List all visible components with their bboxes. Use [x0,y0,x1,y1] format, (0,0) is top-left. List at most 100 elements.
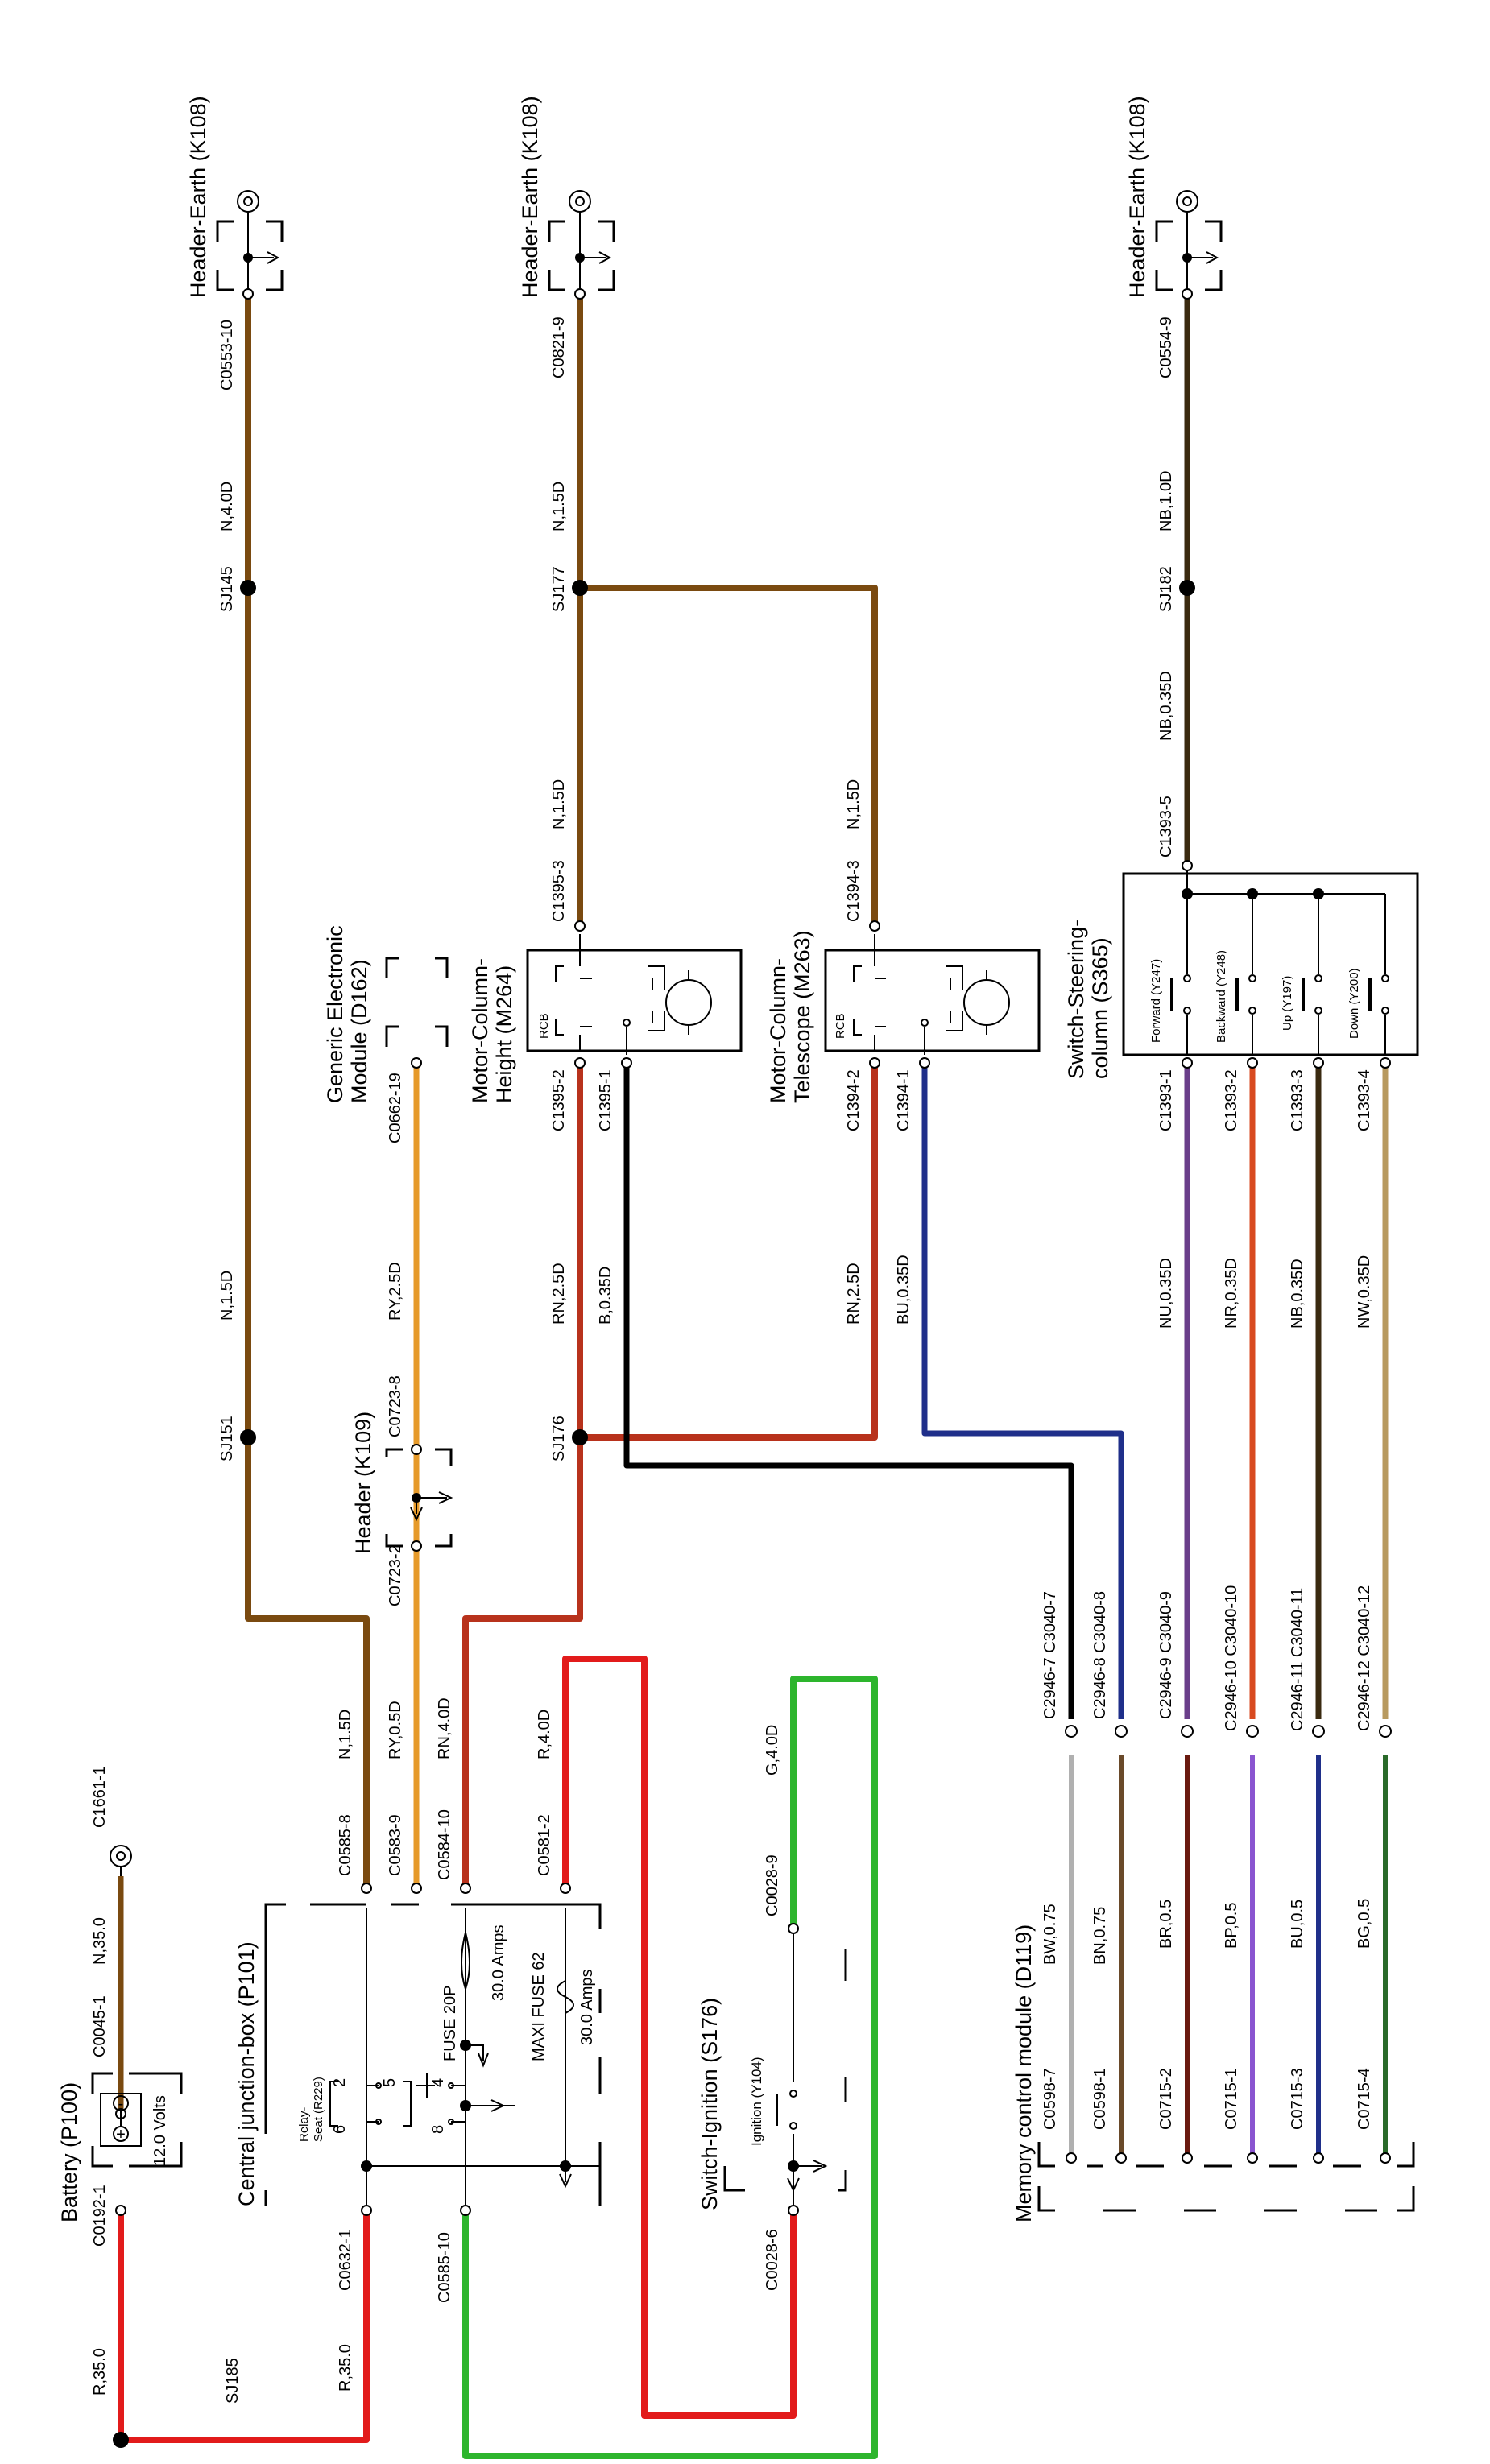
label-c0715-3: C0715-3 [1289,2068,1306,2130]
splice-labels: SJ185 SJ151 SJ145 SJ176 SJ177 SJ182 [218,566,1175,2404]
cjb-fuse20: FUSE 20P [441,1986,459,2061]
memory-control-module-d119: Memory control module (D119) [1012,1924,1415,2222]
earth-2-title: Header-Earth (K108) [518,96,542,298]
switch-steering-column-s365: Switch-Steering- column (S365) Forward (… [1064,870,1419,1079]
label-c1393-4: C1393-4 [1355,1069,1373,1131]
splices [113,580,1195,2448]
label-c0583-9: C0583-9 [387,1814,404,1876]
battery-volts: 12.0 Volts [151,2095,169,2166]
label-r35-b: R,35.0 [337,2344,354,2392]
label-n40-sj145: N,4.0D [218,482,236,531]
label-nu035: NU,0.35D [1157,1258,1175,1329]
motor-column-telescope-m263: Motor-Column- Telescope (M263) RCB [766,930,1041,1103]
label-bn075: BN,0.75 [1091,1907,1109,1965]
label-c0598-7: C0598-7 [1041,2068,1059,2130]
connector-pins [115,288,1392,2216]
battery-title: Battery (P100) [57,2082,81,2222]
mcm-title: Memory control module (D119) [1012,1924,1036,2222]
motor-height-line2: Height (M264) [492,965,516,1103]
header-earth-k108-1: Header-Earth (K108) [186,96,284,298]
ignition-title: Switch-Ignition (S176) [697,1998,722,2210]
label-c1393-1: C1393-1 [1157,1069,1175,1131]
label-c2946-11: C2946-11 C3040-11 [1289,1588,1306,1731]
label-nw035: NW,0.35D [1355,1255,1373,1329]
label-c0821-9: C0821-9 [550,316,568,378]
label-n15-t-up: N,1.5D [845,779,863,829]
label-c0192-1: C0192-1 [91,2185,109,2247]
label-sj145: SJ145 [218,566,236,612]
label-bp05: BP,0.5 [1223,1903,1240,1949]
switch-sc-line2: column (S365) [1088,937,1112,1079]
label-r40: R,4.0D [536,1710,553,1759]
label-c1395-2: C1395-2 [550,1069,568,1131]
splice-sj182 [1179,580,1195,596]
cjb-title: Central junction-box (P101) [234,1941,259,2206]
label-c1394-3: C1394-3 [845,860,863,922]
label-c1661-1: C1661-1 [91,1766,109,1828]
label-n15-cjb: N,1.5D [337,1710,354,1759]
cjb-pin5: 5 [381,2078,399,2087]
label-c0662-19: C0662-19 [387,1073,404,1143]
label-c0553-10: C0553-10 [218,320,236,391]
cjb-fuse62-rating: 30.0 Amps [578,1969,596,2045]
label-r35-a: R,35.0 [91,2348,109,2396]
switch-forward: Forward (Y247) [1149,959,1163,1043]
label-n15-sj151: N,1.5D [218,1271,236,1321]
label-nr035: NR,0.35D [1223,1258,1240,1329]
generic-electronic-module-d162: Generic Electronic Module (D162) [323,925,449,1103]
label-n15-h-up: N,1.5D [550,779,568,829]
label-ry25: RY,2.5D [387,1262,404,1321]
battery-minus: - [118,2095,124,2113]
wire-rn-to-motors [462,1063,583,1888]
switch-down: Down (Y200) [1347,968,1361,1039]
label-c2946-7: C2946-7 C3040-7 [1041,1591,1059,1719]
cjb-relay-1: Relay- [297,2107,311,2142]
motor-column-height-m264: Motor-Column- Height (M264) RCB [468,934,743,1103]
wire-bu-telescope [921,1063,1124,1719]
label-sj182: SJ182 [1157,566,1175,612]
label-c0554-9: C0554-9 [1157,316,1175,378]
label-c1394-1: C1394-1 [895,1069,913,1131]
motor-tele-line1: Motor-Column- [766,958,790,1103]
label-bg05: BG,0.5 [1355,1899,1373,1949]
motor-tele-rcb: RCB [834,1013,847,1039]
cjb-pin8: 8 [429,2125,447,2134]
ignition-contact: Ignition (Y104) [749,2057,764,2146]
cjb-pin4: 4 [429,2078,447,2087]
label-c0581-2: C0581-2 [536,1814,553,1876]
switch-sc-line1: Switch-Steering- [1064,920,1088,1079]
battery-plus: + [116,2126,126,2144]
label-sj185: SJ185 [224,2358,242,2404]
label-c0598-1: C0598-1 [1091,2068,1109,2130]
label-c0584-10: C0584-10 [436,1809,453,1880]
cjb-pin2: 2 [331,2078,349,2087]
label-rn25-h: RN,2.5D [550,1263,568,1325]
header-earth-k108-3: Header-Earth (K108) [1125,96,1223,298]
wire-rn-telescope [580,1063,878,1441]
label-c1395-1: C1395-1 [597,1069,615,1131]
label-n35: N,35.0 [91,1917,109,1965]
label-c0045-1: C0045-1 [91,1995,109,2057]
label-nb035-up: NB,0.35D [1157,671,1175,741]
label-bu035: BU,0.35D [895,1255,913,1325]
label-c0028-9: C0028-9 [764,1854,781,1916]
earth-1-title: Header-Earth (K108) [186,96,210,298]
label-b035: B,0.35D [597,1267,615,1325]
wire-n-tele-up [580,585,878,926]
switch-up: Up (Y197) [1281,976,1294,1031]
label-nb10: NB,1.0D [1157,470,1175,531]
header-earth-k108-2: Header-Earth (K108) [518,96,615,298]
motor-height-rcb: RCB [537,1013,551,1039]
label-c2946-12: C2946-12 C3040-12 [1355,1585,1373,1731]
gem-line2: Module (D162) [347,959,371,1103]
cjb-pin6: 6 [331,2125,349,2134]
switch-backward: Backward (Y248) [1215,950,1228,1043]
wire-b-height [623,1063,1074,1719]
label-bu05: BU,0.5 [1289,1900,1306,1949]
wire-ignition-green [462,1676,878,2459]
cjb-relay-2: Seat (R229) [312,2077,325,2142]
label-nb035-lo: NB,0.35D [1289,1259,1306,1329]
label-c0585-8: C0585-8 [337,1814,354,1876]
label-c0723-2: C0723-2 [387,1544,404,1606]
label-c0723-8: C0723-8 [387,1375,404,1437]
